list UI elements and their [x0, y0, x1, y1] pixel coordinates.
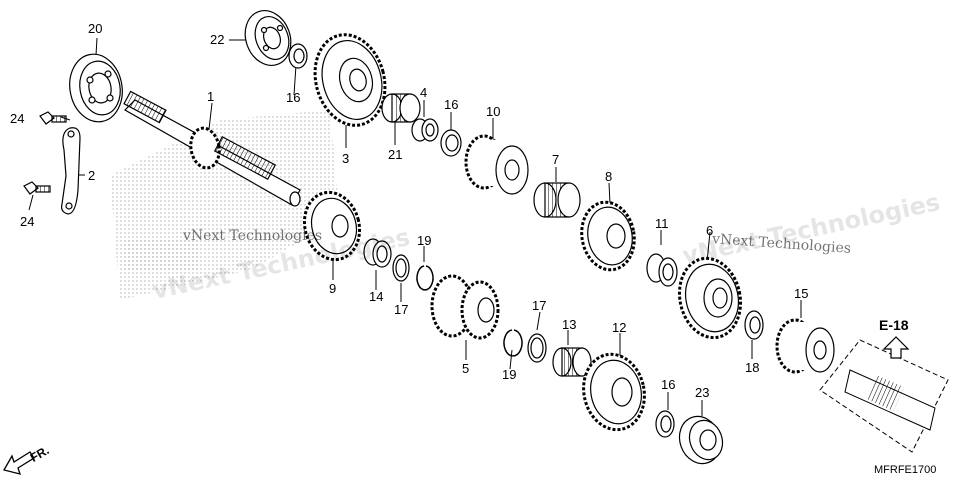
callout-18: 18 — [745, 360, 760, 375]
callout-12: 12 — [612, 320, 627, 335]
part-14-collar — [363, 238, 392, 268]
callout-6: 6 — [706, 223, 714, 238]
callout-19-b: 19 — [502, 367, 517, 382]
part-11-bushing — [646, 253, 678, 287]
callout-7: 7 — [552, 152, 560, 167]
part-22-bearing — [244, 10, 292, 66]
part-3-gear — [313, 33, 387, 127]
front-direction-arrow-icon — [3, 451, 35, 475]
part-19-circlip-b — [503, 329, 523, 357]
reference-shaft-e18 — [819, 339, 949, 453]
part-20-bearing — [69, 53, 123, 123]
part-16-washer-b — [440, 129, 462, 157]
callout-2: 2 — [88, 168, 96, 183]
callout-16-c: 16 — [661, 377, 676, 392]
part-19-circlip-a — [416, 265, 434, 291]
callout-3: 3 — [342, 151, 350, 166]
part-16-washer-c — [655, 410, 675, 438]
callout-19-a: 19 — [417, 233, 432, 248]
callout-16-b: 16 — [444, 97, 459, 112]
part-17-washer-b — [527, 333, 547, 363]
callout-15: 15 — [794, 286, 809, 301]
callout-13: 13 — [562, 317, 577, 332]
part-15-gear — [775, 318, 835, 374]
part-10-gear — [464, 134, 529, 195]
part-4-collar — [411, 118, 439, 142]
part-18-washer — [744, 310, 764, 340]
part-24-bolt-b — [23, 181, 51, 195]
callout-10: 10 — [486, 104, 501, 119]
part-7-needle-bearing — [533, 182, 581, 218]
part-21-needle-bearing — [381, 93, 421, 123]
callout-22: 22 — [210, 32, 225, 47]
callout-23: 23 — [695, 385, 710, 400]
leader-lines — [28, 37, 802, 416]
callout-17-a: 17 — [394, 302, 409, 317]
callout-24-a: 24 — [10, 111, 25, 126]
part-13-needle-bearing — [552, 347, 592, 377]
part-5-gear — [430, 274, 500, 340]
callout-5: 5 — [462, 361, 470, 376]
callout-21: 21 — [388, 147, 403, 162]
callout-1: 1 — [207, 89, 215, 104]
reference-label: E-18 — [879, 317, 909, 333]
part-8-gear — [580, 200, 636, 272]
callout-24-b: 24 — [20, 214, 35, 229]
callout-4: 4 — [420, 85, 428, 100]
part-12-gear — [582, 352, 646, 432]
callout-8: 8 — [605, 169, 613, 184]
callout-17-b: 17 — [532, 298, 547, 313]
callout-16-a: 16 — [286, 90, 301, 105]
watermark-left: vNext Technologies — [183, 228, 323, 244]
part-1-mainshaft — [123, 90, 301, 207]
up-arrow-icon — [882, 336, 910, 359]
part-16-washer-a — [288, 43, 308, 69]
part-9-gear — [302, 190, 362, 262]
part-24-bolt-a — [39, 111, 67, 125]
shading-area — [110, 110, 340, 300]
callout-11: 11 — [655, 216, 669, 231]
part-6-gear — [677, 256, 743, 340]
callout-14: 14 — [369, 289, 384, 304]
part-23-bearing — [678, 415, 724, 465]
callout-20: 20 — [88, 21, 103, 36]
part-2-bracket — [61, 127, 81, 215]
diagram-code: MFRFE1700 — [874, 464, 937, 476]
part-17-washer-a — [392, 254, 410, 282]
callout-9: 9 — [329, 281, 337, 296]
